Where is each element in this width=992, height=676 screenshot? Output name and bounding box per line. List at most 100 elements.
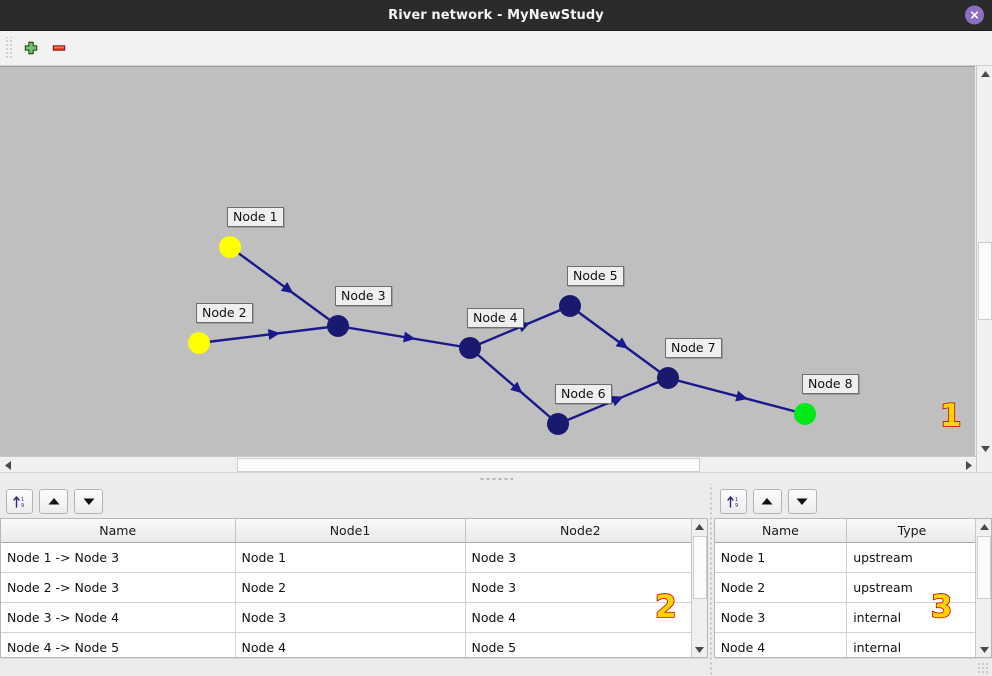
links-table-cell[interactable]: Node 4 -> Node 5 xyxy=(1,632,236,657)
graph-node[interactable] xyxy=(459,337,481,359)
links-table-cell[interactable]: Node 4 xyxy=(235,632,466,657)
links-table-column-header[interactable]: Node2 xyxy=(465,519,691,543)
graph-edge[interactable] xyxy=(198,324,339,345)
links-table-column-header[interactable]: Name xyxy=(1,519,236,543)
graph-node-label[interactable]: Node 6 xyxy=(555,384,612,404)
pane-splitter[interactable] xyxy=(0,472,992,484)
network-canvas[interactable]: Node 1 Node 2 Node 3 Node 4 Node 5 Node 6 Node… xyxy=(0,66,975,456)
nodes-table-cell[interactable]: internal xyxy=(846,602,975,633)
graph-vscrollbar[interactable] xyxy=(976,66,992,472)
nodes-table-cell[interactable]: Node 4 xyxy=(714,632,848,657)
graph-node[interactable] xyxy=(188,332,210,354)
graph-node-label[interactable]: Node 8 xyxy=(802,374,859,394)
sort-ascending-icon[interactable]: 1 9 xyxy=(6,488,33,514)
graph-edge[interactable] xyxy=(667,376,806,416)
nodes-panel-toolbar: 1 9 xyxy=(713,484,992,518)
scroll-down-icon[interactable] xyxy=(977,440,992,456)
graph-hscroll-thumb[interactable] xyxy=(237,458,700,472)
graph-edge[interactable] xyxy=(229,246,339,327)
graph-edge[interactable] xyxy=(469,347,559,425)
minus-icon[interactable] xyxy=(45,34,73,62)
graph-node-label[interactable]: Node 3 xyxy=(335,286,392,306)
svg-text:9: 9 xyxy=(21,503,24,509)
graph-edge[interactable] xyxy=(569,305,669,379)
nodes-table-column-header[interactable]: Type xyxy=(846,519,975,543)
links-panel-filler xyxy=(0,658,708,676)
move-down-icon[interactable] xyxy=(787,488,817,514)
close-icon[interactable] xyxy=(965,5,984,25)
panels-splitter[interactable] xyxy=(707,484,714,676)
links-table-cell[interactable]: Node 3 xyxy=(465,542,691,573)
nodes-table-column-header[interactable]: Name xyxy=(714,519,848,543)
sort-ascending-icon[interactable]: 1 9 xyxy=(719,488,747,514)
links-table-column-header[interactable]: Node1 xyxy=(235,519,466,543)
links-table-cell[interactable]: Node 2 xyxy=(235,572,466,603)
nodes-table-cell[interactable]: Node 1 xyxy=(714,542,848,573)
graph-node-label[interactable]: Node 2 xyxy=(196,303,253,323)
annotation-1: 1 xyxy=(939,398,962,434)
graph-node[interactable] xyxy=(219,236,241,258)
graph-node-label[interactable]: Node 1 xyxy=(227,207,284,227)
nodes-table-cell[interactable]: internal xyxy=(846,632,975,657)
graph-hscrollbar[interactable] xyxy=(0,456,976,473)
scroll-up-icon[interactable] xyxy=(691,519,707,535)
graph-node-label[interactable]: Node 4 xyxy=(467,308,524,328)
nodes-table-cell[interactable]: Node 3 xyxy=(714,602,848,633)
links-table-cell[interactable]: Node 1 xyxy=(235,542,466,573)
scroll-right-icon[interactable] xyxy=(960,457,976,473)
graph-node[interactable] xyxy=(327,315,349,337)
links-table-cell[interactable]: Node 3 xyxy=(465,572,691,603)
nodes-table-cell[interactable]: Node 2 xyxy=(714,572,848,603)
links-table-cell[interactable]: Node 2 -> Node 3 xyxy=(1,572,236,603)
scroll-left-icon[interactable] xyxy=(0,457,16,473)
links-table-cell[interactable]: Node 3 -> Node 4 xyxy=(1,602,236,633)
graph-node-label[interactable]: Node 5 xyxy=(567,266,624,286)
nodes-vscroll-thumb[interactable] xyxy=(977,536,991,599)
graph-node-label[interactable]: Node 7 xyxy=(665,338,722,358)
move-up-icon[interactable] xyxy=(39,488,68,514)
links-vscroll-thumb[interactable] xyxy=(692,536,707,599)
scroll-up-icon[interactable] xyxy=(977,66,992,82)
nodes-table-vscrollbar[interactable] xyxy=(975,519,991,657)
plus-icon[interactable] xyxy=(17,34,45,62)
graph-node[interactable] xyxy=(547,413,569,435)
graph-edge[interactable] xyxy=(557,376,669,426)
links-table-vscrollbar[interactable] xyxy=(690,519,707,657)
toolbar-drag-handle[interactable] xyxy=(4,37,13,59)
nodes-table-cell[interactable]: upstream xyxy=(846,542,975,573)
graph-edge[interactable] xyxy=(337,324,471,350)
links-panel-toolbar: 1 9 xyxy=(0,484,708,518)
svg-text:1: 1 xyxy=(21,497,24,503)
links-table-cell[interactable]: Node 4 xyxy=(465,602,691,633)
move-down-icon[interactable] xyxy=(74,488,103,514)
scroll-down-icon[interactable] xyxy=(691,641,707,657)
graph-node[interactable] xyxy=(559,295,581,317)
links-table-cell[interactable]: Node 5 xyxy=(465,632,691,657)
scroll-up-icon[interactable] xyxy=(976,519,991,535)
links-table-cell[interactable]: Node 1 -> Node 3 xyxy=(1,542,236,573)
window-resize-grip[interactable] xyxy=(977,662,989,674)
graph-vscroll-thumb[interactable] xyxy=(978,242,992,320)
graph-node[interactable] xyxy=(657,367,679,389)
scroll-down-icon[interactable] xyxy=(976,641,991,657)
links-table-cell[interactable]: Node 3 xyxy=(235,602,466,633)
svg-text:1: 1 xyxy=(735,497,738,503)
nodes-table-cell[interactable]: upstream xyxy=(846,572,975,603)
graph-node[interactable] xyxy=(794,403,816,425)
move-up-icon[interactable] xyxy=(752,488,782,514)
